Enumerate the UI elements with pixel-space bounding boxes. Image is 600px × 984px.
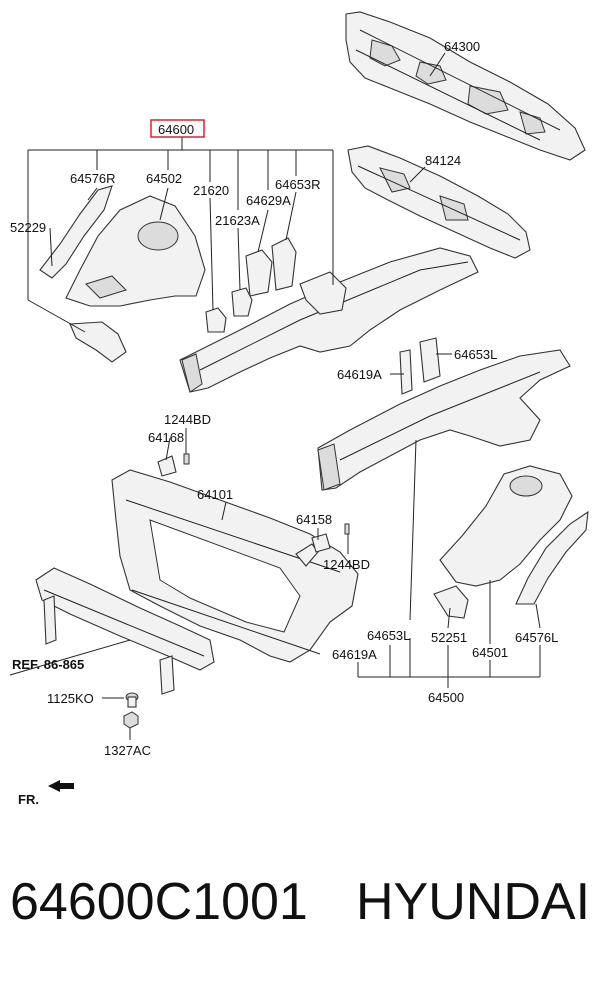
nut-1327AC-part [123, 711, 139, 729]
label-64619A-low: 64619A [332, 647, 377, 662]
label-64576L: 64576L [515, 630, 558, 645]
label-64500: 64500 [428, 690, 464, 705]
brand-text: HYUNDAI [356, 873, 591, 931]
bumper-beam-part [35, 567, 215, 695]
label-52251: 52251 [431, 630, 467, 645]
label-ref-86-865: REF. 86-865 [12, 657, 84, 672]
label-64158: 64158 [296, 512, 332, 527]
label-64619A-top: 64619A [337, 367, 382, 382]
label-64653L-top: 64653L [454, 347, 497, 362]
label-1244BD-top: 1244BD [164, 412, 211, 427]
label-64501: 64501 [472, 645, 508, 660]
radiator-support-part [111, 455, 359, 663]
label-64653L-low: 64653L [367, 628, 410, 643]
dash-insulator-part [347, 145, 531, 259]
part-number-text: 64600C1001 [10, 873, 308, 931]
left-side-member-part [317, 337, 571, 491]
label-1244BD-mid: 1244BD [323, 557, 370, 572]
highlight-box [150, 119, 205, 138]
label-64168: 64168 [148, 430, 184, 445]
label-64576R: 64576R [70, 171, 116, 186]
label-64101: 64101 [197, 487, 233, 502]
right-side-member-part [179, 247, 479, 393]
label-52229: 52229 [10, 220, 46, 235]
label-64300: 64300 [444, 39, 480, 54]
bolt-1125KO-part [125, 692, 139, 708]
left-fender-apron-part [433, 465, 589, 619]
small-bolts-part [183, 453, 350, 553]
dash-panel-part [345, 11, 586, 161]
front-arrow-icon [48, 780, 74, 792]
label-64653R: 64653R [275, 177, 321, 192]
label-64629A: 64629A [246, 193, 291, 208]
leader-lines [9, 52, 541, 740]
label-1327AC: 1327AC [104, 743, 151, 758]
mount-brackets-part [205, 237, 297, 333]
label-1125KO: 1125KO [47, 691, 94, 706]
label-84124: 84124 [425, 153, 461, 168]
label-21623A: 21623A [215, 213, 260, 228]
label-front-direction: FR. [18, 792, 39, 807]
label-64502: 64502 [146, 171, 182, 186]
label-64600: 64600 [158, 122, 194, 137]
label-21620: 21620 [193, 183, 229, 198]
right-fender-apron-part [39, 185, 206, 363]
